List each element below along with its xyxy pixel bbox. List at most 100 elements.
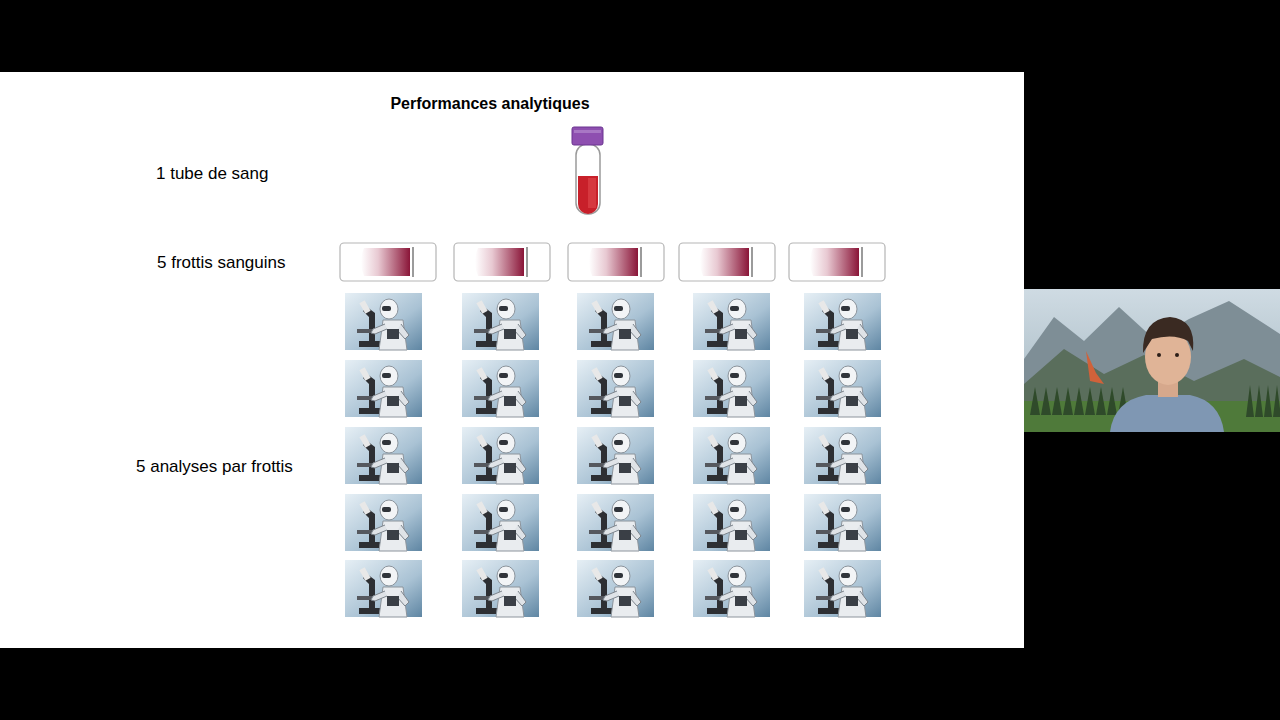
robot-arm: [719, 591, 735, 601]
robot-chest-panel: [846, 396, 858, 406]
pine-tree: [1063, 387, 1073, 415]
robot-microscope-image: [693, 360, 770, 417]
robot-head: [497, 433, 515, 453]
robot-head: [839, 366, 857, 386]
robot-arm: [488, 591, 504, 601]
blood-smear: [589, 248, 638, 276]
slide-panel: [0, 72, 1024, 648]
robot-arm: [830, 591, 846, 601]
slide-edge: [751, 247, 753, 277]
robot-head: [380, 433, 398, 453]
tube-cap: [572, 127, 603, 145]
blood-smear: [700, 248, 749, 276]
robot-chest-panel: [846, 530, 858, 540]
robot-head: [612, 433, 630, 453]
blood-smear: [810, 248, 859, 276]
robot-head: [728, 500, 746, 520]
robot-visor: [499, 306, 508, 311]
image-background: [804, 494, 881, 551]
pine-tree: [1255, 385, 1263, 417]
robot-visor: [499, 440, 508, 445]
robot-chest-panel: [619, 396, 631, 406]
robot-microscope-image: [462, 360, 539, 417]
row-label: 1 tube de sang: [156, 164, 268, 184]
robot-head: [380, 500, 398, 520]
robot-head: [497, 500, 515, 520]
robot-arm: [603, 324, 619, 334]
image-background: [693, 494, 770, 551]
robot-head: [612, 366, 630, 386]
robot-head: [612, 299, 630, 319]
robot-chest-panel: [387, 329, 399, 339]
robot-visor: [841, 507, 850, 512]
robot-chest-panel: [735, 329, 747, 339]
robot-chest-panel: [504, 596, 516, 606]
microscope-eyepiece: [476, 300, 487, 313]
person-eye: [1157, 353, 1161, 357]
robot-microscope-image: [345, 560, 422, 617]
slide-glass: [340, 243, 436, 281]
microscope-eyepiece: [707, 367, 718, 380]
microscope-eyepiece: [359, 367, 370, 380]
image-background: [462, 293, 539, 350]
pine-tree: [1052, 387, 1062, 415]
robot-visor: [730, 373, 739, 378]
microscope-eyepiece: [818, 434, 829, 447]
robot-chest-panel: [619, 596, 631, 606]
blood-smear-slide: [789, 243, 885, 281]
person-shirt: [1110, 395, 1224, 432]
robot-head: [728, 566, 746, 586]
robot-arm: [830, 525, 846, 535]
robot-arm: [488, 525, 504, 535]
robot-visor: [841, 373, 850, 378]
microscope-eyepiece: [707, 434, 718, 447]
robot-chest-panel: [735, 530, 747, 540]
robot-arm: [603, 391, 619, 401]
pine-tree: [1246, 385, 1254, 417]
robot-arm: [830, 458, 846, 468]
row-label: 5 analyses par frottis: [136, 457, 293, 477]
robot-arm: [719, 458, 735, 468]
image-background: [693, 427, 770, 484]
robot-chest-panel: [619, 463, 631, 473]
robot-microscope-image: [693, 560, 770, 617]
microscope-eyepiece: [818, 501, 829, 514]
microscope-eyepiece: [359, 434, 370, 447]
blood-tube: [572, 127, 603, 214]
robot-arm: [488, 458, 504, 468]
image-background: [345, 293, 422, 350]
microscope-eyepiece: [818, 567, 829, 580]
microscope-eyepiece: [591, 434, 602, 447]
robot-head: [728, 299, 746, 319]
microscope-eyepiece: [476, 434, 487, 447]
tube-cap-ridge: [574, 130, 601, 133]
robot-chest-panel: [619, 530, 631, 540]
robot-visor: [499, 373, 508, 378]
row-label-wrap: 5 analyses par frottis: [136, 457, 293, 477]
microscope-eyepiece: [359, 501, 370, 514]
robot-microscope-image: [462, 427, 539, 484]
robot-microscope-image: [577, 427, 654, 484]
robot-chest-panel: [387, 530, 399, 540]
robot-visor: [499, 573, 508, 578]
robot-arm: [371, 525, 387, 535]
robot-arm: [371, 324, 387, 334]
robot-microscope-image: [345, 293, 422, 350]
robot-head: [380, 566, 398, 586]
robot-visor: [730, 306, 739, 311]
robot-chest-panel: [504, 530, 516, 540]
robot-visor: [382, 507, 391, 512]
robot-arm: [830, 391, 846, 401]
robot-arm: [371, 391, 387, 401]
person-eye: [1175, 353, 1179, 357]
slide-edge: [412, 247, 414, 277]
slide-glass: [789, 243, 885, 281]
microscope-eyepiece: [591, 367, 602, 380]
robot-microscope-image: [345, 360, 422, 417]
robot-chest-panel: [735, 396, 747, 406]
image-background: [462, 427, 539, 484]
robot-chest-panel: [846, 463, 858, 473]
robot-chest-panel: [387, 596, 399, 606]
microscope-eyepiece: [359, 300, 370, 313]
tube-blood: [578, 176, 598, 214]
